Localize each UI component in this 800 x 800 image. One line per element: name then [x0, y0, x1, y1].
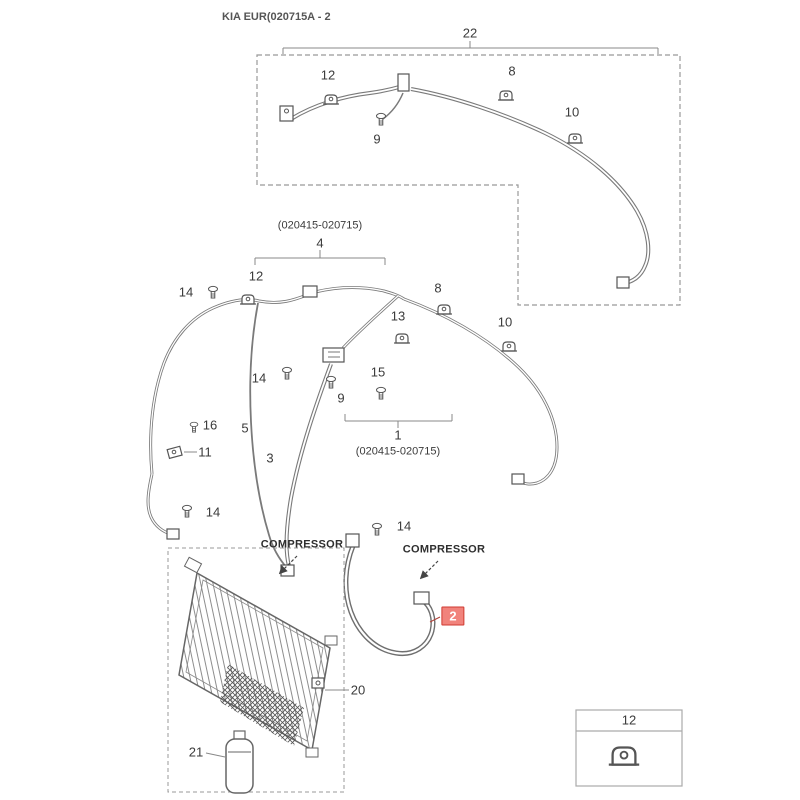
- bolt-icon: [326, 375, 336, 389]
- receiver-drier: [205, 730, 254, 794]
- clip-icon: [239, 294, 257, 305]
- inset-box-12: [575, 709, 683, 787]
- hose-2-assembly: [343, 522, 441, 657]
- condenser-core: [178, 571, 331, 752]
- condenser-dark-patch: [220, 664, 304, 746]
- part-label-5[interactable]: 5: [241, 420, 249, 436]
- bolt-icon: [376, 386, 386, 400]
- bolt-icon: [372, 522, 382, 536]
- part-label-9-mid[interactable]: 9: [337, 390, 345, 406]
- junction-fitting: [302, 285, 318, 298]
- bracket-20-part: [311, 677, 325, 689]
- part-label-1[interactable]: 1: [394, 427, 402, 443]
- clip-icon: [607, 746, 641, 766]
- clip-icon: [322, 94, 340, 105]
- leader-21: [205, 752, 226, 758]
- compressor-arrow-left: [278, 555, 298, 575]
- clip-icon: [435, 304, 453, 315]
- part-label-8-mid[interactable]: 8: [434, 280, 442, 296]
- part-label-12-top[interactable]: 12: [320, 67, 336, 83]
- clip-icon: [393, 333, 411, 344]
- date-range-bottom: (020415-020715): [355, 445, 441, 458]
- assembly-22-boundary: [256, 54, 681, 306]
- clip-icon: [500, 341, 518, 352]
- part-label-11[interactable]: 11: [198, 444, 212, 460]
- condenser-tab: [183, 556, 203, 574]
- pipe-fitting: [511, 473, 525, 485]
- clip-icon: [566, 133, 584, 144]
- condenser-inner-frame: [185, 579, 324, 742]
- part-label-15[interactable]: 15: [370, 364, 386, 380]
- pipe-assembly-main: [146, 285, 559, 577]
- hose-fitting: [345, 533, 360, 548]
- date-range-top: (020415-020715): [277, 219, 363, 232]
- condenser-tab: [305, 747, 319, 758]
- page-title: KIA EUR(020715A - 2: [222, 11, 331, 23]
- part-label-10-mid[interactable]: 10: [497, 314, 513, 330]
- bolt-icon: [189, 421, 199, 433]
- bolt-icon: [182, 504, 192, 518]
- bracket-11-part: [166, 445, 183, 460]
- part-label-20[interactable]: 20: [350, 682, 366, 698]
- part-label-3[interactable]: 3: [266, 450, 274, 466]
- part-label-2-highlighted[interactable]: 2: [441, 606, 465, 626]
- part-label-10-top[interactable]: 10: [564, 104, 580, 120]
- part-label-14-d[interactable]: 14: [396, 518, 412, 534]
- bolt-icon: [282, 366, 292, 380]
- condenser-tab: [324, 635, 338, 646]
- part-label-14-c[interactable]: 14: [205, 504, 221, 520]
- part-label-4[interactable]: 4: [316, 235, 324, 251]
- part-label-14-b[interactable]: 14: [251, 370, 267, 386]
- bracket-1: [344, 414, 453, 428]
- pipe-fitting: [616, 276, 630, 289]
- bolt-icon: [208, 285, 218, 299]
- junction-fitting: [322, 347, 345, 363]
- part-label-16[interactable]: 16: [202, 417, 218, 433]
- hose-assembly-top: [279, 73, 651, 289]
- part-label-22[interactable]: 22: [462, 25, 478, 41]
- part-label-13[interactable]: 13: [390, 308, 406, 324]
- part-label-14-a[interactable]: 14: [178, 284, 194, 300]
- bracket-22: [282, 41, 659, 54]
- bolt-icon: [376, 112, 386, 126]
- part-label-12-inset[interactable]: 12: [621, 712, 637, 728]
- clip-icon: [497, 90, 515, 101]
- part-label-9-top[interactable]: 9: [373, 131, 381, 147]
- hose-fitting: [413, 591, 430, 605]
- compressor-label-left: COMPRESSOR: [260, 538, 344, 551]
- part-label-21[interactable]: 21: [188, 744, 204, 760]
- pipe-fitting: [166, 528, 180, 540]
- part-label-12-mid[interactable]: 12: [248, 268, 264, 284]
- compressor-arrow-right: [419, 560, 439, 580]
- condenser-dashed-boundary: [167, 547, 345, 793]
- pipe-fitting: [397, 73, 410, 92]
- bracket-4: [254, 250, 386, 265]
- compressor-arrows: [278, 555, 439, 580]
- condenser-assembly: [167, 547, 349, 793]
- compressor-label-right: COMPRESSOR: [402, 543, 486, 556]
- part-label-8-top[interactable]: 8: [508, 63, 516, 79]
- leader-2: [429, 616, 441, 623]
